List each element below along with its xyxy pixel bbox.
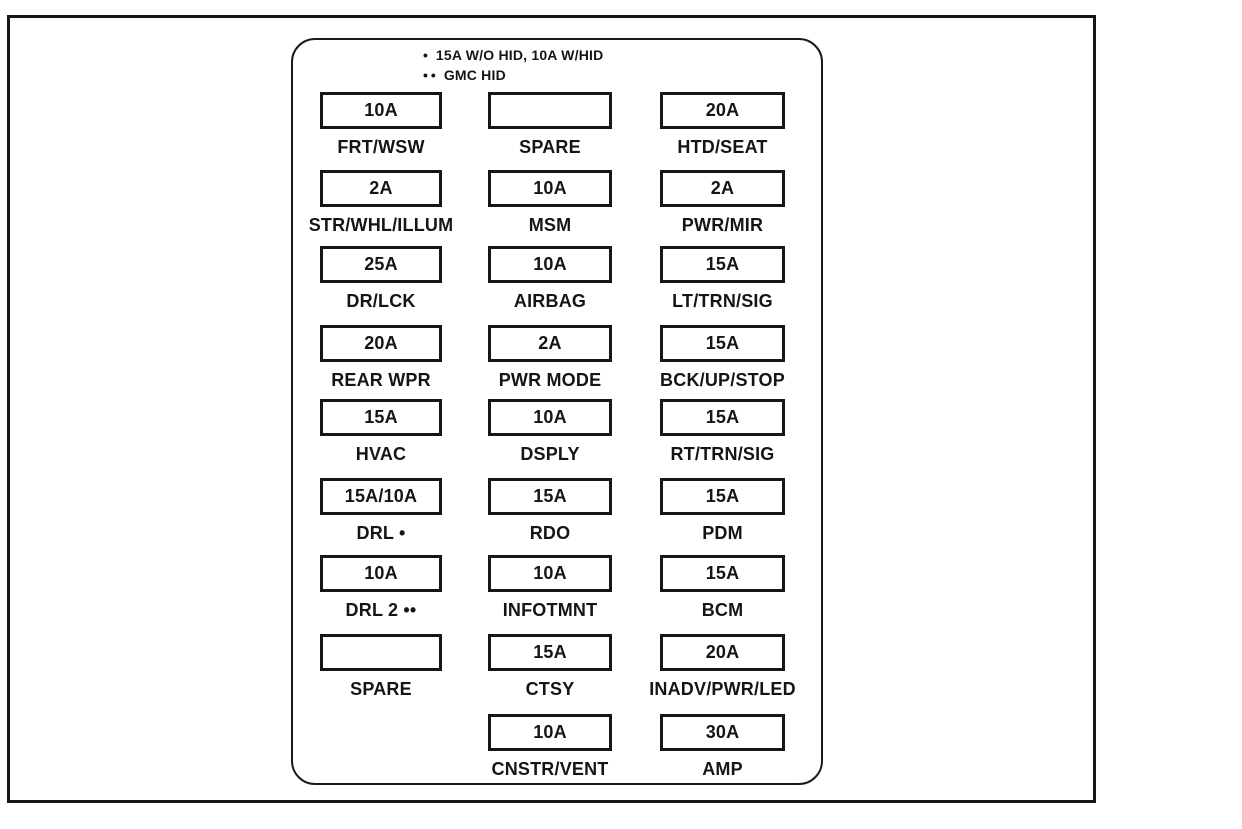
- footnote-single-bullet: •: [423, 47, 431, 63]
- legend-text-1: 15A W/O HID, 10A W/HID: [435, 47, 604, 63]
- hid-footnote-legend: •15A W/O HID, 10A W/HID ••GMC HID: [423, 45, 603, 85]
- footnote-double-bullet: ••: [423, 67, 439, 83]
- legend-line-1: •15A W/O HID, 10A W/HID: [423, 45, 603, 65]
- legend-text-2: GMC HID: [443, 67, 506, 83]
- legend-line-2: ••GMC HID: [423, 65, 603, 85]
- fuse-panel-outline: [291, 38, 823, 785]
